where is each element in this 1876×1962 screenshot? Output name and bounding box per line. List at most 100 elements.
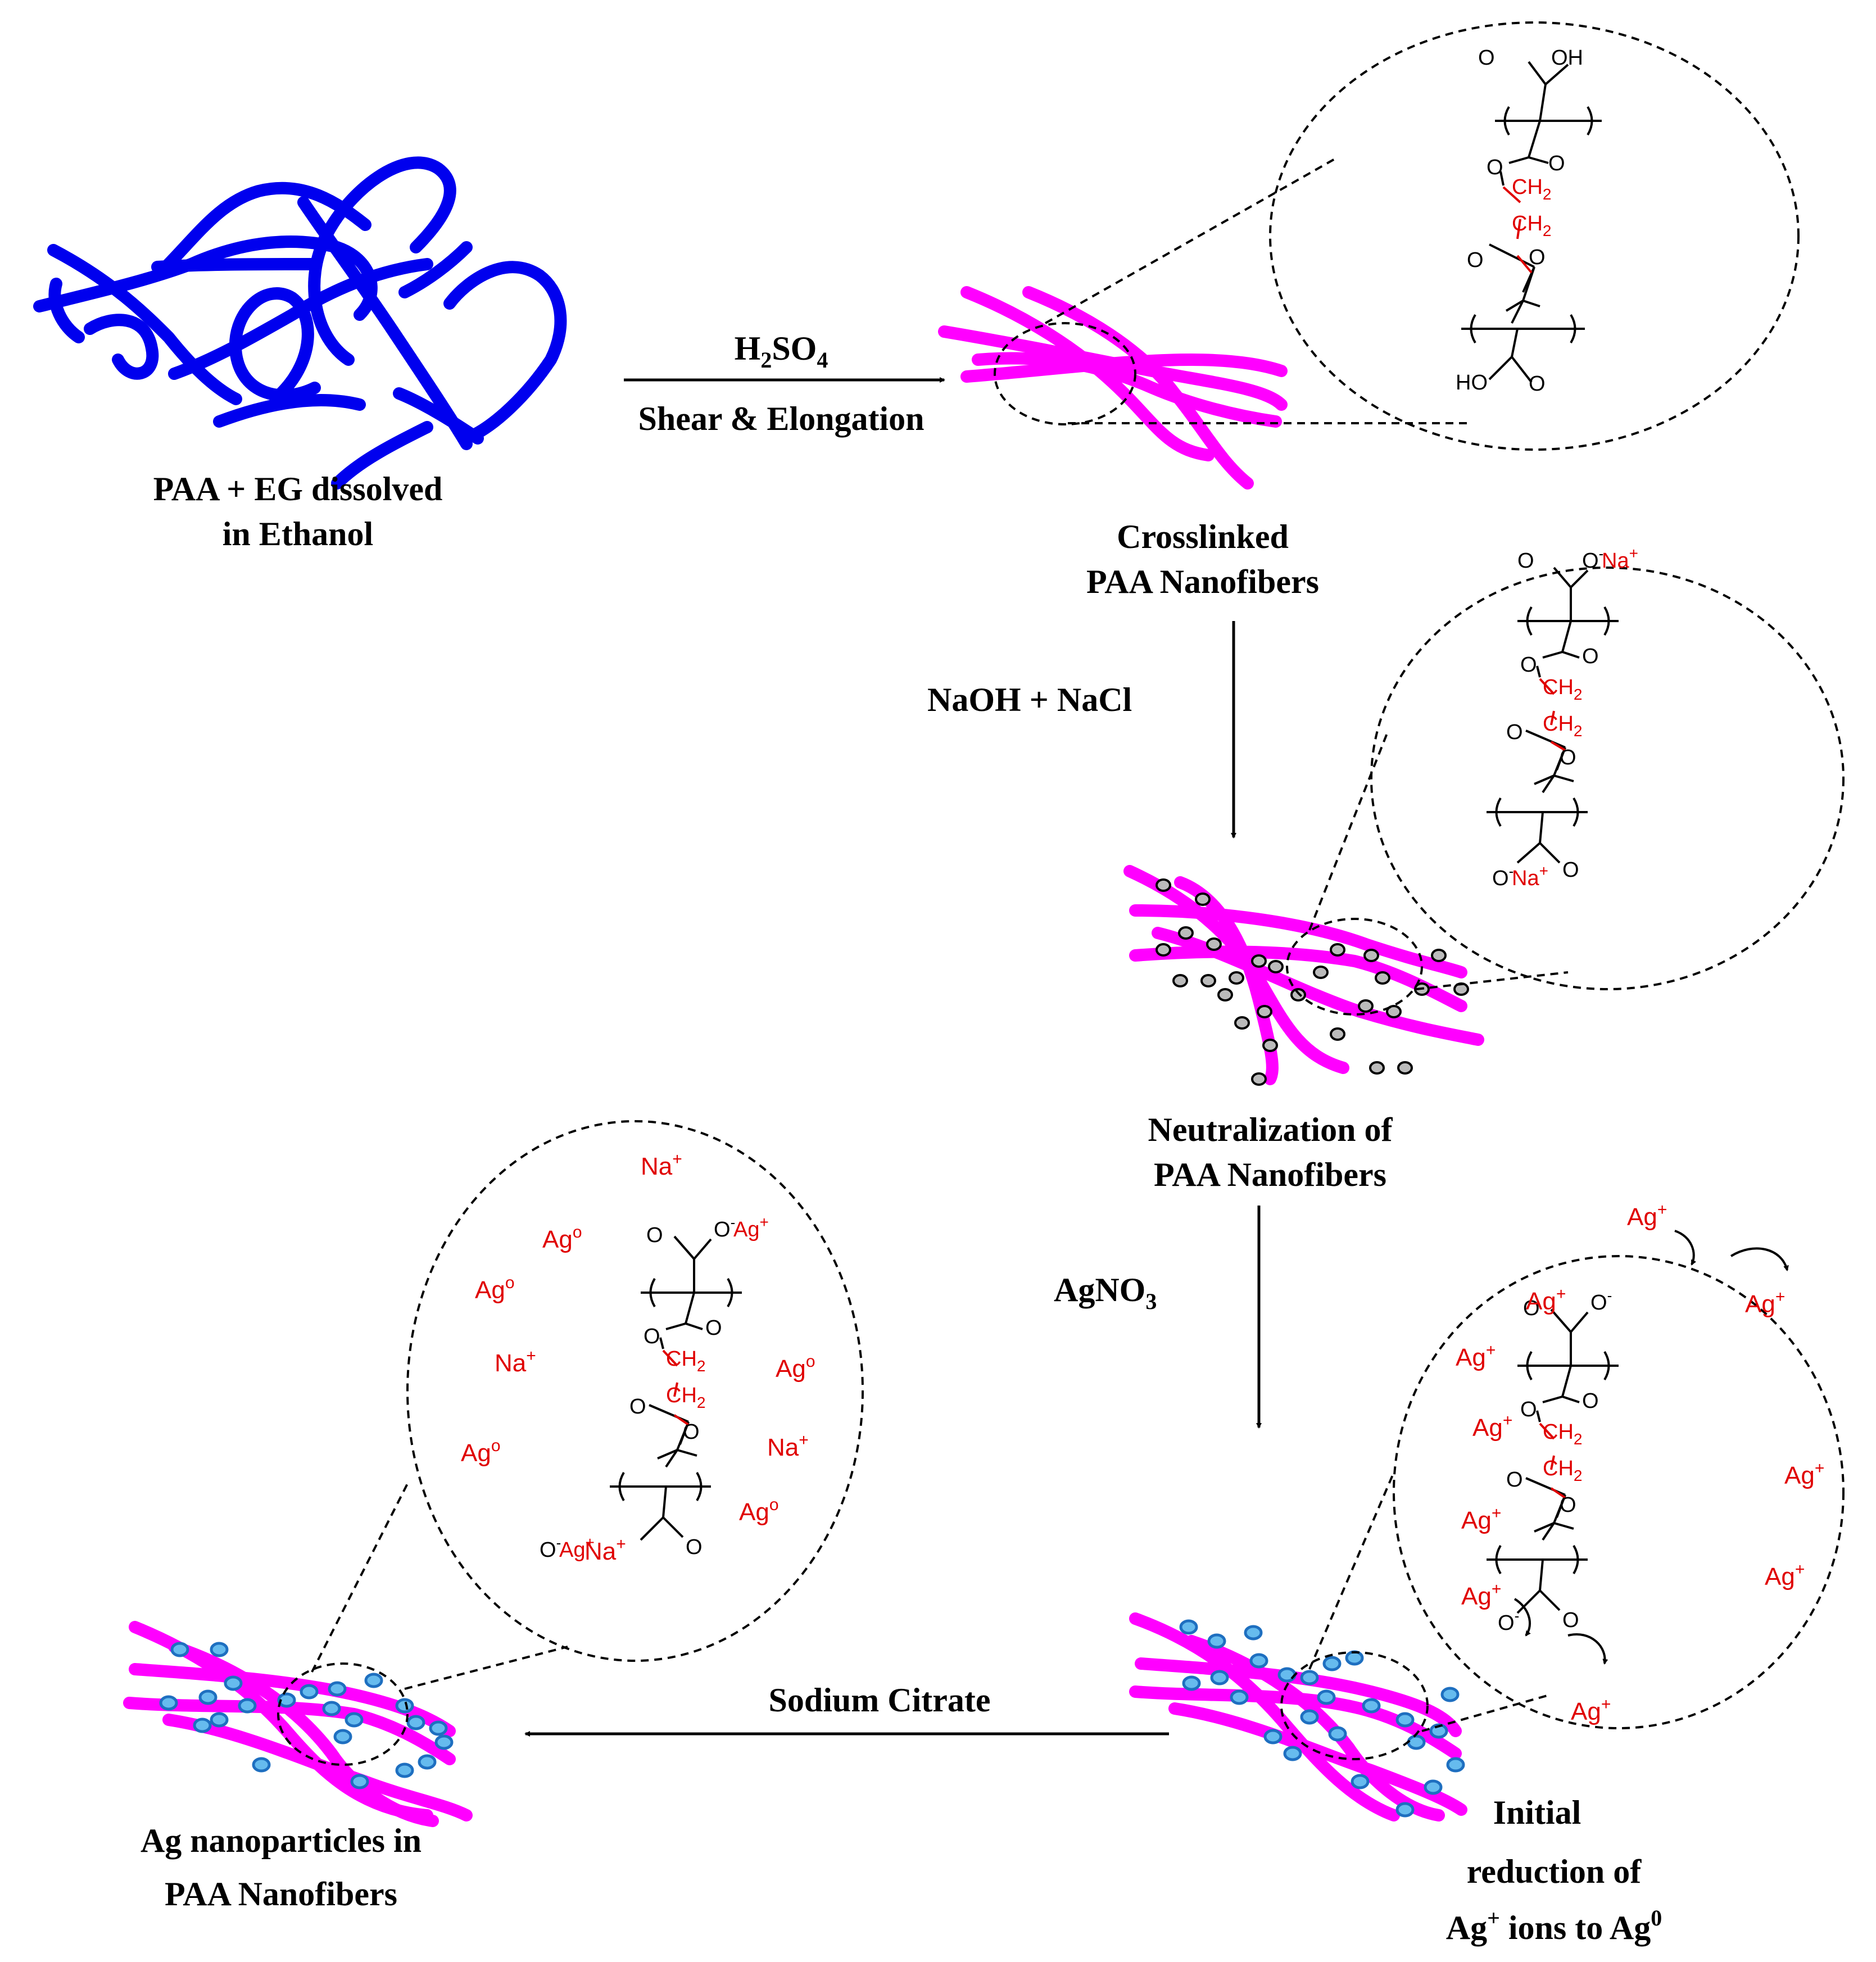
sodium-carboxylate-dot (1251, 1072, 1267, 1086)
sodium-carboxylate-dot (1195, 892, 1211, 906)
svg-text:HO: HO (1456, 371, 1488, 395)
sodium-carboxylate-dot (1375, 971, 1390, 985)
final-chemical-structure: O O- Ag+ O O CH2 CH2 O O O O- Ag+ (540, 1213, 769, 1562)
sodium-carboxylate-dot (1330, 1027, 1345, 1041)
svg-text:O-: O- (1582, 545, 1603, 573)
silver-nanoparticle (1179, 1619, 1198, 1635)
silver-nanoparticle (1182, 1675, 1201, 1691)
svg-text:O-: O- (540, 1534, 561, 1562)
sodium-carboxylate-dot (1431, 949, 1447, 962)
silver-nanoparticle (1317, 1689, 1336, 1705)
svg-text:O: O (683, 1420, 700, 1444)
silver-nanoparticle (1300, 1709, 1319, 1725)
svg-text:O: O (1506, 1468, 1523, 1492)
sodium-carboxylate-dot (1363, 949, 1379, 962)
svg-text:CH2: CH2 (666, 1347, 705, 1375)
ion-label: Ago (776, 1352, 815, 1383)
zoom-connector (404, 1646, 568, 1690)
silver-nanoparticle (1210, 1670, 1229, 1685)
svg-text:O: O (1523, 1297, 1540, 1320)
silver-nanoparticle (1207, 1633, 1226, 1649)
sodium-carboxylate-dots (1155, 878, 1469, 1086)
svg-text:O: O (1529, 372, 1546, 396)
ion-label: Ag+ (1571, 1695, 1611, 1725)
silver-nanoparticle (333, 1729, 352, 1744)
svg-text:O: O (1520, 1398, 1537, 1421)
silver-nanoparticle (159, 1695, 178, 1711)
svg-text:O: O (629, 1395, 646, 1419)
silver-nanoparticle (1328, 1726, 1347, 1742)
silver-nanoparticle (1407, 1734, 1426, 1750)
silver-nanoparticle (193, 1718, 212, 1733)
svg-text:O: O (705, 1316, 722, 1340)
step2-reagent: NaOH + NaCl (927, 681, 1132, 718)
sodium-carboxylate-dot (1358, 999, 1374, 1013)
svg-text:O-: O- (714, 1214, 735, 1241)
silver-nanoparticle-beads (159, 1642, 454, 1789)
ion-label: Na+ (641, 1150, 682, 1180)
silver-nanoparticle (1429, 1723, 1448, 1739)
svg-text:O: O (1517, 549, 1534, 573)
silver-nanoparticle (1351, 1774, 1370, 1789)
sodium-carboxylate-dot (1369, 1061, 1385, 1075)
silver-nanoparticle (210, 1712, 229, 1728)
sodium-carboxylate-dot (1386, 1005, 1402, 1018)
sodium-carboxylate-dot (1217, 988, 1233, 1002)
svg-text:O: O (1467, 248, 1484, 272)
silver-nanoparticle (238, 1698, 257, 1714)
silver-nanoparticle (210, 1642, 229, 1657)
silver-nanoparticle (418, 1754, 437, 1770)
ion-label: Na+ (495, 1347, 536, 1377)
svg-text:O: O (1562, 1608, 1579, 1632)
svg-text:O-: O- (1590, 1287, 1612, 1315)
zoom-connector (311, 1483, 409, 1673)
zoom-connector (1416, 971, 1569, 990)
svg-text:O: O (1506, 721, 1523, 744)
silver-nanoparticle (1345, 1650, 1364, 1666)
silver-nanoparticle (1300, 1670, 1319, 1685)
ion-label: Ag+ (1461, 1580, 1501, 1610)
svg-text:Na+: Na+ (1512, 862, 1548, 890)
svg-text:CH2: CH2 (1543, 712, 1582, 740)
loaded-zoom-circle (1280, 1651, 1429, 1760)
silver-nanoparticle (1230, 1689, 1249, 1705)
svg-text:CH2: CH2 (666, 1384, 705, 1411)
zoom-connector (1045, 156, 1338, 324)
silver-nanoparticle (1322, 1656, 1342, 1671)
silver-ion-loaded-fibers (1129, 1612, 1467, 1821)
svg-text:O: O (1520, 653, 1537, 677)
svg-text:O: O (1582, 645, 1599, 668)
silver-nanoparticle-beads (1179, 1619, 1465, 1818)
silver-nanoparticle (170, 1642, 189, 1657)
ion-label: Ag+ (1627, 1200, 1667, 1231)
silver-nanoparticle (1395, 1712, 1415, 1728)
neutral-label-line2: PAA Nanofibers (1154, 1156, 1386, 1193)
ion-label: Ago (461, 1437, 501, 1467)
loaded-structure-callout (1393, 1255, 1845, 1729)
final-zoom-circle (277, 1662, 409, 1766)
silver-nanoparticle (406, 1715, 425, 1730)
electron-transfer-arrows (1514, 1230, 1789, 1665)
svg-text:Ag+: Ag+ (559, 1534, 595, 1562)
silver-nanoparticle (395, 1698, 414, 1714)
crosslinked-zoom-circle (994, 322, 1136, 425)
svg-text:O: O (1560, 746, 1576, 769)
svg-text:O: O (1562, 858, 1579, 882)
zoom-connector (1308, 1472, 1395, 1670)
sodium-carboxylate-dot (1313, 966, 1329, 979)
ion-label: Ag+ (1765, 1560, 1805, 1591)
silver-nanoparticle (1440, 1687, 1460, 1702)
silver-nanoparticle (364, 1673, 383, 1688)
crosslinked-fibers (938, 286, 1288, 490)
silver-nanoparticle (350, 1774, 369, 1789)
sodium-carboxylate-dot (1155, 943, 1171, 957)
svg-text:O-: O- (1498, 1607, 1519, 1635)
start-label-line1: PAA + EG dissolved (153, 470, 443, 508)
sodium-carboxylate-dot (1172, 974, 1188, 987)
silver-nanoparticle (1244, 1625, 1263, 1641)
neutral-label-line1: Neutralization of (1148, 1111, 1393, 1148)
step4-reagent: Sodium Citrate (769, 1682, 991, 1719)
ion-label: Na+ (584, 1535, 626, 1565)
silver-nanoparticle (1446, 1757, 1465, 1773)
